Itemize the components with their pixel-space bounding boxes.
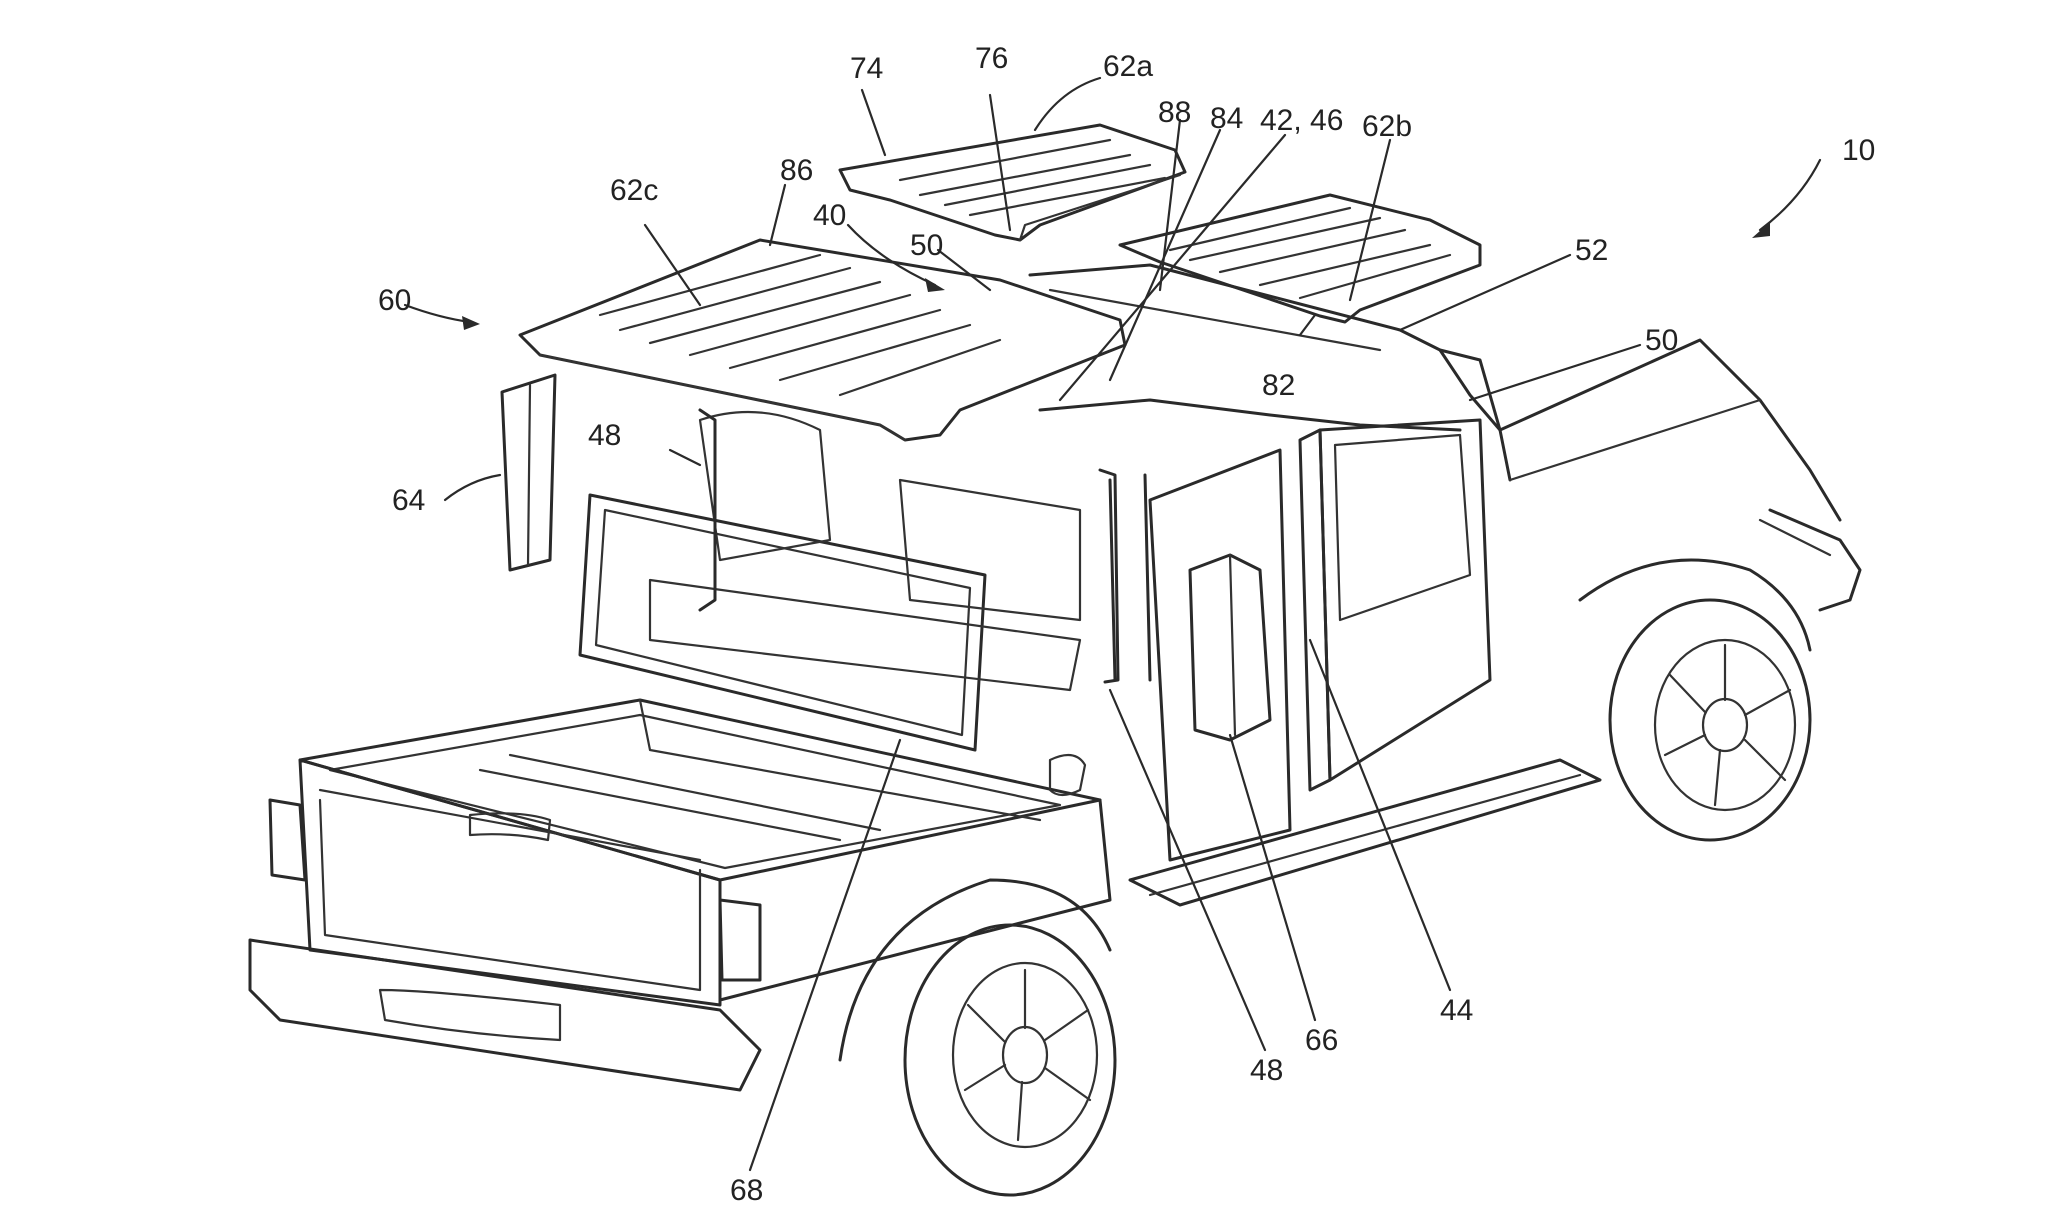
label-10: 10 <box>1842 134 1875 167</box>
window-frame-68 <box>578 493 987 752</box>
roof-panel-62a <box>838 123 1187 242</box>
label-76: 76 <box>975 42 1008 75</box>
vehicle-body <box>248 263 1862 1197</box>
label-42-46: 42, 46 <box>1260 104 1343 137</box>
label-60: 60 <box>378 284 411 317</box>
label-44: 44 <box>1440 994 1473 1027</box>
pillar-64 <box>500 373 557 572</box>
label-86: 86 <box>780 154 813 187</box>
label-48-bottom: 48 <box>1250 1054 1283 1087</box>
label-52: 52 <box>1575 234 1608 267</box>
label-64: 64 <box>392 484 425 517</box>
label-50-top: 50 <box>910 229 943 262</box>
label-84: 84 <box>1210 102 1243 135</box>
leader-lines <box>403 76 1822 1172</box>
label-88: 88 <box>1158 96 1191 129</box>
label-82: 82 <box>1262 369 1295 402</box>
label-40: 40 <box>813 199 846 232</box>
reference-labels: 10 60 40 86 62c 74 76 62a 88 84 42, 46 6… <box>378 42 1875 1207</box>
label-62c: 62c <box>610 174 658 207</box>
roof-panel-62c <box>518 238 1127 442</box>
label-68: 68 <box>730 1174 763 1207</box>
label-66: 66 <box>1305 1024 1338 1057</box>
label-74: 74 <box>850 52 883 85</box>
label-62a: 62a <box>1103 50 1153 83</box>
label-48-top: 48 <box>588 419 621 452</box>
label-50-right: 50 <box>1645 324 1678 357</box>
label-62b: 62b <box>1362 110 1412 143</box>
